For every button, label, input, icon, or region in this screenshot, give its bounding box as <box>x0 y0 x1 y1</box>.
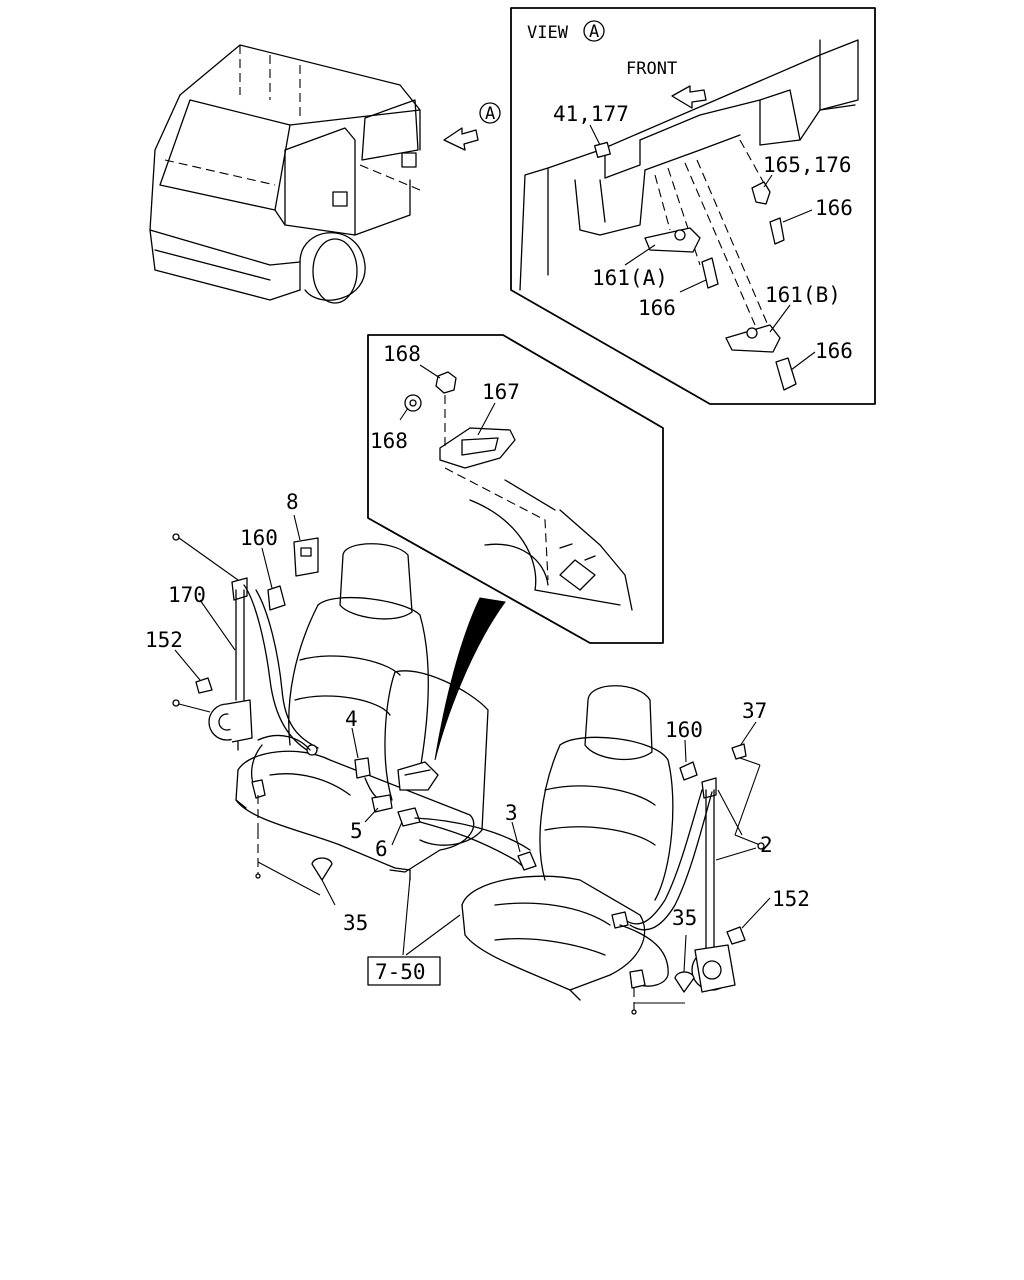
nut-41-177-icon <box>594 141 611 158</box>
buckle-5-icon <box>371 794 393 813</box>
callout-152-left: 152 <box>145 628 183 652</box>
ref-7-50-label: 7-50 <box>375 960 426 984</box>
view-header-label: VIEW <box>527 23 569 43</box>
front-label: FRONT <box>626 59 677 79</box>
callout-4: 4 <box>345 707 358 731</box>
nut-168-left-icon <box>404 394 422 412</box>
left-seat-assembly <box>172 533 531 896</box>
buckle-3-icon <box>517 851 537 871</box>
clip-35-left-icon <box>311 857 333 881</box>
callout-41-177: 41,177 <box>553 102 629 126</box>
bolt-166-lower-icon <box>775 357 797 391</box>
clip-35-right-icon <box>674 971 695 993</box>
cover-8-icon <box>293 537 319 577</box>
callout-labels: 41,177 165,176 166 161(A) 166 161(B) 166… <box>145 102 853 935</box>
callout-leaders <box>174 124 816 973</box>
truck-cab-illustration <box>149 44 421 304</box>
callout-168-left: 168 <box>370 429 408 453</box>
view-marker-a: A <box>485 104 495 124</box>
bolt-166-upper-icon <box>769 217 785 245</box>
callout-8: 8 <box>286 490 299 514</box>
buckle-4-icon <box>354 757 371 779</box>
callout-3: 3 <box>505 801 518 825</box>
front-arrow-icon <box>671 85 707 109</box>
plate-152-right-icon <box>726 926 746 945</box>
callout-6: 6 <box>375 837 388 861</box>
callout-5: 5 <box>350 819 363 843</box>
callout-166-lower: 166 <box>815 339 853 363</box>
callout-166-upper: 166 <box>815 196 853 220</box>
reference-7-50: 7-50 <box>367 877 461 986</box>
callout-161b: 161(B) <box>765 283 841 307</box>
nut-168-top-icon <box>435 371 457 394</box>
right-seat-assembly <box>461 685 765 1015</box>
bracket-167-icon <box>439 427 516 469</box>
callout-35-right: 35 <box>672 906 697 930</box>
anchor-161a-icon <box>644 227 701 253</box>
buckle-bracket-icon <box>397 761 439 791</box>
callout-35-left: 35 <box>343 911 368 935</box>
callout-168-top: 168 <box>383 342 421 366</box>
callout-166-middle: 166 <box>638 296 676 320</box>
callout-37: 37 <box>742 699 767 723</box>
callout-167: 167 <box>482 380 520 404</box>
buckle-detail-inset <box>367 334 664 644</box>
view-a-inset: VIEW A FRONT <box>510 7 876 405</box>
bracket-165-176-icon <box>751 181 771 205</box>
plate-152-left-icon <box>195 677 213 694</box>
bolt-166-middle-icon <box>701 257 719 289</box>
clip-37-icon <box>731 743 747 760</box>
callout-161a: 161(A) <box>592 266 668 290</box>
callout-165-176: 165,176 <box>763 153 852 177</box>
view-a-arrow: A <box>443 102 501 151</box>
guide-160-left-icon <box>267 585 286 611</box>
guide-160-right-icon <box>679 761 698 781</box>
view-header-marker: A <box>589 22 599 42</box>
callout-170: 170 <box>168 583 206 607</box>
callout-160-right: 160 <box>665 718 703 742</box>
callout-160-left: 160 <box>240 526 278 550</box>
detail-pointer <box>434 597 506 761</box>
callout-2: 2 <box>760 833 773 857</box>
callout-152-right: 152 <box>772 887 810 911</box>
